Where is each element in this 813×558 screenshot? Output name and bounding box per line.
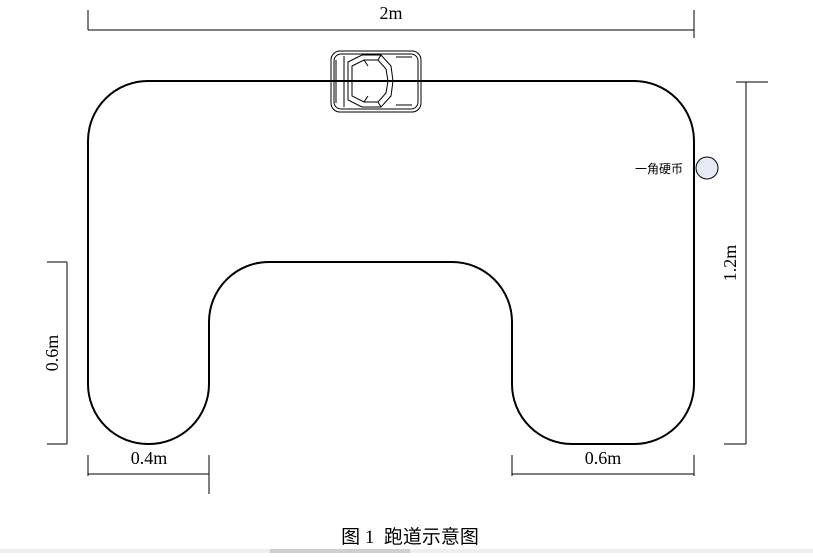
- dimension-top-label: 2m: [379, 3, 402, 23]
- dimension-right-label: 1.2m: [720, 245, 740, 282]
- car-icon: [330, 50, 422, 113]
- dimension-bottom-left: 0.4m: [87, 448, 210, 494]
- bottom-divider-segment: [270, 549, 410, 553]
- dimension-bottom-right: 0.6m: [511, 448, 695, 476]
- coin-icon: [695, 156, 719, 180]
- dimension-bottom-left-label: 0.4m: [131, 448, 168, 468]
- figure-caption: 图 1 跑道示意图: [341, 526, 479, 548]
- dimension-top: 2m: [87, 3, 695, 38]
- dimension-left: 0.6m: [42, 261, 68, 445]
- dimension-left-label: 0.6m: [42, 335, 62, 372]
- dimension-right: 1.2m: [720, 81, 768, 445]
- coin-label: 一角硬币: [635, 162, 683, 176]
- dimension-bottom-right-label: 0.6m: [585, 448, 622, 468]
- track-outline: [87, 80, 695, 445]
